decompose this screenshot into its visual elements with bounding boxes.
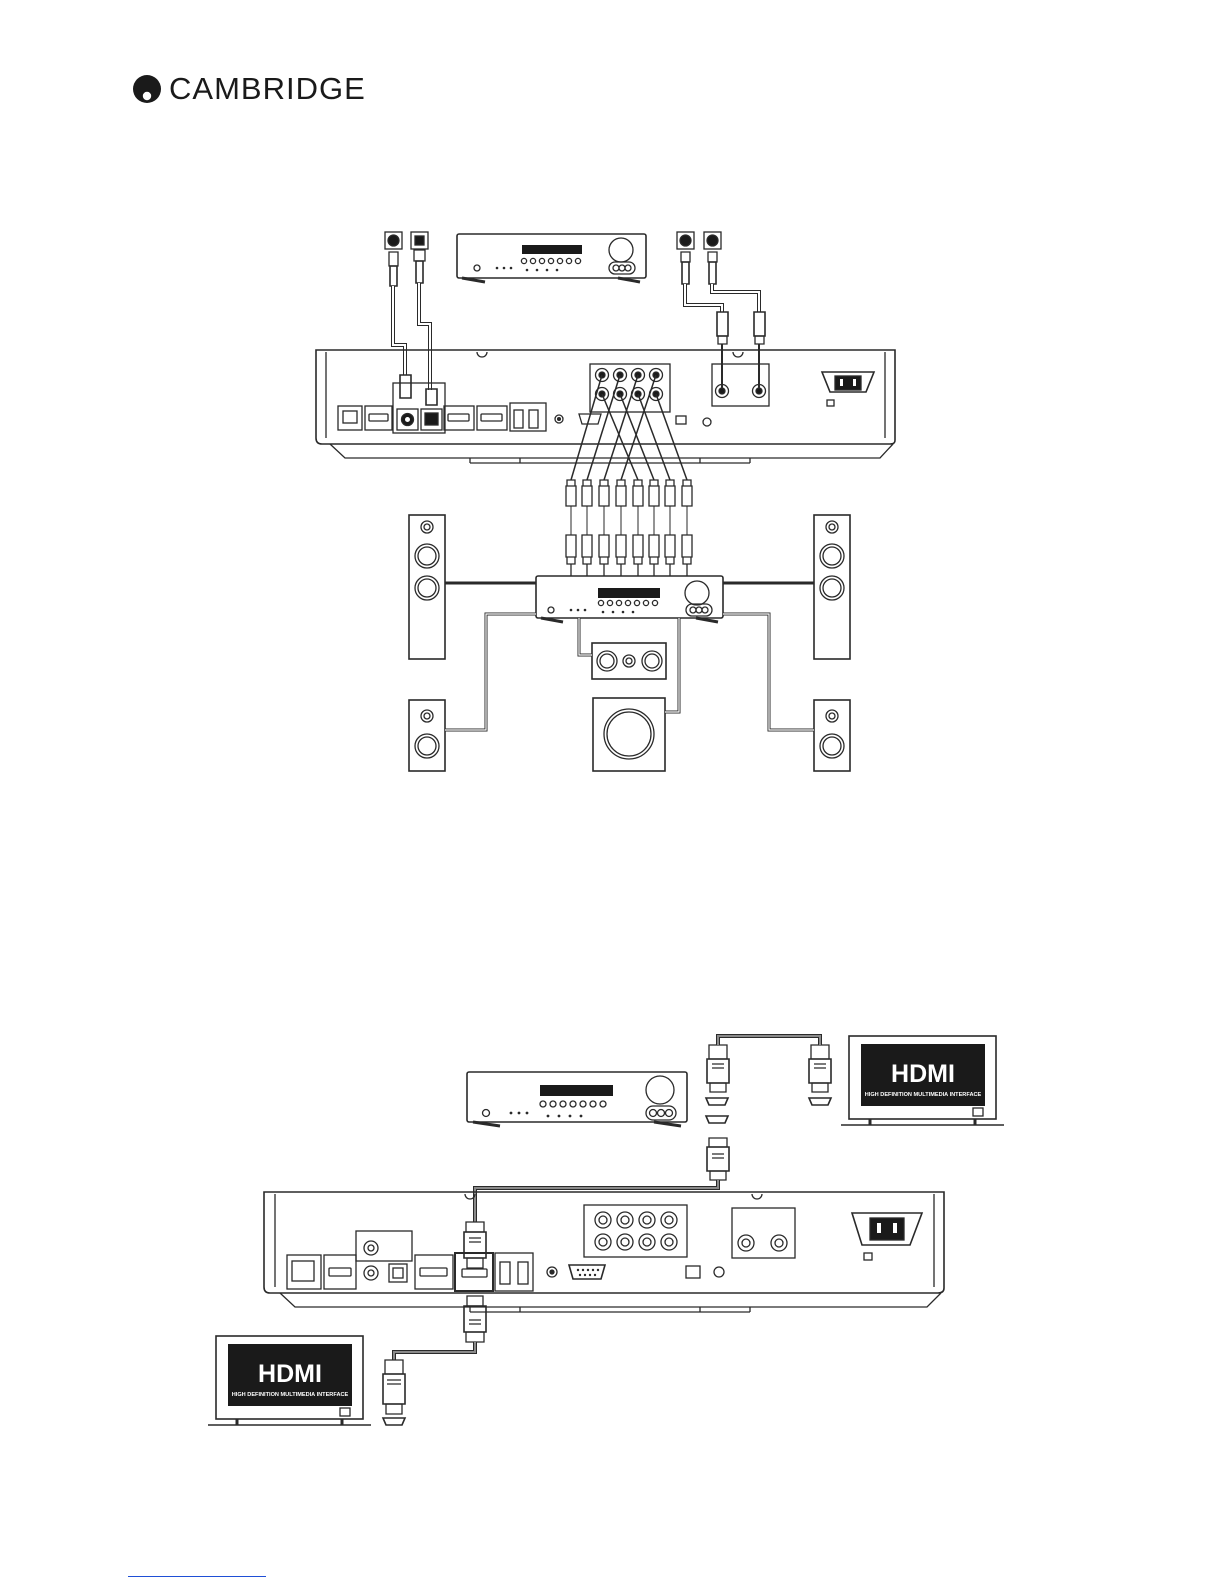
hdmi-logo-text-bottom: HDMI bbox=[258, 1360, 322, 1388]
av-receiver-center bbox=[536, 576, 723, 622]
hdmi-logo-tagline: HIGH DEFINITION MULTIMEDIA INTERFACE bbox=[865, 1092, 982, 1098]
subwoofer bbox=[593, 698, 665, 771]
speaker-front-left bbox=[409, 515, 445, 659]
av-receiver-small bbox=[457, 234, 646, 282]
speaker-front-right bbox=[814, 515, 850, 659]
player-rear-panel-1 bbox=[316, 350, 895, 463]
rca-plug-row-lower bbox=[566, 535, 692, 576]
receiver-digital-inputs bbox=[385, 232, 437, 405]
diagram-multichannel-audio bbox=[316, 232, 895, 771]
speaker-surround-right bbox=[814, 700, 850, 771]
tv-bottom-hdmi-port bbox=[383, 1360, 405, 1425]
av-receiver-hdmi bbox=[467, 1072, 687, 1126]
speaker-center bbox=[592, 643, 666, 679]
receiver-hdmi-ports bbox=[706, 1045, 729, 1180]
tv-top-hdmi-port bbox=[809, 1045, 831, 1105]
player-hdmi-plug-upper bbox=[464, 1222, 486, 1268]
speaker-surround-left bbox=[409, 700, 445, 771]
hdmi-logo-tagline-bottom: HIGH DEFINITION MULTIMEDIA INTERFACE bbox=[232, 1392, 349, 1398]
hdmi-tv-bottom: HDMI HIGH DEFINITION MULTIMEDIA INTERFAC… bbox=[208, 1336, 371, 1425]
player-hdmi-plug-lower bbox=[464, 1296, 486, 1342]
hdmi-logo-text: HDMI bbox=[891, 1060, 955, 1088]
footer-link-underline bbox=[128, 1576, 266, 1577]
hdmi-cable-receiver-to-tv bbox=[718, 1036, 820, 1045]
player-rear-panel-2 bbox=[264, 1192, 944, 1312]
rca-cable-strands bbox=[571, 506, 687, 535]
rca-plug-row-upper bbox=[566, 480, 692, 506]
diagram-hdmi-connection: HDMI HIGH DEFINITION MULTIMEDIA INTERFAC… bbox=[208, 1036, 1004, 1425]
hdmi-tv-top: HDMI HIGH DEFINITION MULTIMEDIA INTERFAC… bbox=[841, 1036, 1004, 1125]
